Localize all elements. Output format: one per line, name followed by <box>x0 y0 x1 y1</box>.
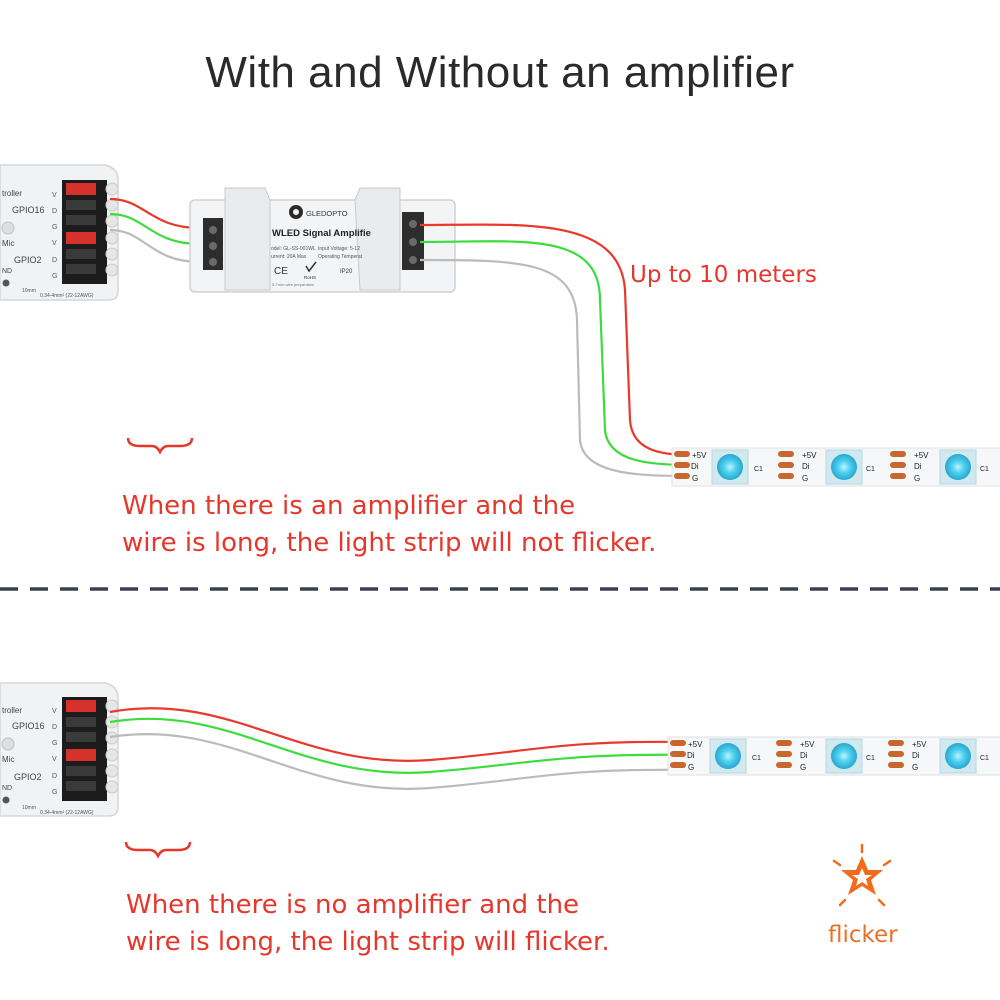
amplifier-model: odel: GL-SS-001WL <box>271 246 316 252</box>
strip-di-label: Di <box>912 751 920 760</box>
caption-with-amplifier: When there is an amplifier and the wire … <box>122 488 656 562</box>
brace-icon <box>124 841 192 859</box>
amplifier-brand: GLEDOPTO <box>306 209 348 218</box>
rohs-check-icon <box>305 261 317 273</box>
led-chip <box>715 743 741 769</box>
led-chip <box>717 454 743 480</box>
pin-v-label: V <box>52 756 57 763</box>
pin-d-label: D <box>52 257 57 264</box>
amplifier-note: 5-7mm wire preparation <box>272 282 314 287</box>
caption-line: When there is an amplifier and the <box>122 491 576 521</box>
caption-line: wire is long, the light strip will flick… <box>126 927 610 957</box>
amplifier-current: urrent: 20A Max <box>271 254 307 260</box>
controller-gpio16-label: GPIO16 <box>12 205 45 215</box>
cap-label: C1 <box>754 466 763 473</box>
pin-g-label: G <box>52 789 57 796</box>
controller-mic-label: Mic <box>2 239 14 248</box>
caption-line: wire is long, the light strip will not f… <box>122 528 657 558</box>
gnd-screw-icon <box>2 796 10 804</box>
flicker-star-icon <box>832 843 892 907</box>
led-chip <box>831 743 857 769</box>
amplifier-input: Input Voltage: 5-12 <box>318 246 360 252</box>
controller-gnd-label: ND <box>2 785 12 792</box>
pin-g-label: G <box>52 273 57 280</box>
strip-g-label: G <box>800 763 806 772</box>
amplifier-temp: Operating Temperat <box>318 254 363 260</box>
pin-d-label: D <box>52 208 57 215</box>
long-wires-bottom <box>109 707 691 790</box>
scale-label: 10mm <box>22 288 36 294</box>
controller-top: troller GPIO16 GPIO2 Mic ND V D G V D G … <box>0 164 119 301</box>
cap-label: C1 <box>980 755 989 762</box>
strip-di-label: Di <box>800 751 808 760</box>
strip-g-label: G <box>912 763 918 772</box>
pin-d-label: D <box>52 724 57 731</box>
strip-5v-label: +5V <box>802 451 817 460</box>
long-wires-top <box>419 223 691 478</box>
wire-spec-label: 0.34-4mm² (22-12AWG) <box>40 293 94 299</box>
pin-g-label: G <box>52 224 57 231</box>
strip-di-label: Di <box>687 751 695 760</box>
led-strip-bottom: +5V Di G C1 +5V Di G C1 +5V Di G C1 <box>667 736 1000 776</box>
controller-gpio2-label: GPIO2 <box>14 772 42 782</box>
pin-g-label: G <box>52 740 57 747</box>
pin-v-label: V <box>52 708 57 715</box>
strip-di-label: Di <box>691 462 699 471</box>
strip-g-label: G <box>802 474 808 483</box>
caption-without-amplifier: When there is no amplifier and the wire … <box>126 887 610 961</box>
flicker-label: flicker <box>828 922 898 948</box>
strip-5v-label: +5V <box>914 451 929 460</box>
strip-di-label: Di <box>914 462 922 471</box>
brace-icon <box>126 437 194 455</box>
cap-label: C1 <box>752 755 761 762</box>
strip-5v-label: +5V <box>692 451 707 460</box>
pin-v-label: V <box>52 240 57 247</box>
strip-di-label: Di <box>802 462 810 471</box>
rohs-label: RoHS <box>304 275 316 280</box>
mic-icon <box>1 221 15 235</box>
controller-gpio16-label: GPIO16 <box>12 721 45 731</box>
caption-line: When there is no amplifier and the <box>126 890 580 920</box>
pin-d-label: D <box>52 773 57 780</box>
controller-mic-label: Mic <box>2 755 14 764</box>
cap-label: C1 <box>866 755 875 762</box>
controller-name: troller <box>2 706 22 715</box>
strip-g-label: G <box>688 763 694 772</box>
cap-label: C1 <box>866 466 875 473</box>
led-chip <box>945 454 971 480</box>
page-title: With and Without an amplifier <box>205 48 795 97</box>
gnd-screw-icon <box>2 279 10 287</box>
cap-label: C1 <box>980 466 989 473</box>
strip-g-label: G <box>914 474 920 483</box>
ce-mark: CE <box>274 266 288 277</box>
controller-name: troller <box>2 189 22 198</box>
distance-label: Up to 10 meters <box>630 262 817 288</box>
amplifier-product-name: WLED Signal Amplifie <box>272 228 371 239</box>
led-strip-top: +5V Di G C1 +5V Di G C1 +5V Di G C1 <box>671 447 1000 487</box>
strip-5v-label: +5V <box>800 740 815 749</box>
led-chip <box>945 743 971 769</box>
short-wires <box>109 197 201 264</box>
strip-5v-label: +5V <box>688 740 703 749</box>
signal-amplifier: GLEDOPTO WLED Signal Amplifie odel: GL-S… <box>189 187 456 293</box>
controller-gnd-label: ND <box>2 268 12 275</box>
strip-5v-label: +5V <box>912 740 927 749</box>
strip-g-label: G <box>692 474 698 483</box>
controller-bottom: troller GPIO16 GPIO2 Mic ND V D G V D G … <box>0 682 119 817</box>
scale-label: 10mm <box>22 805 36 811</box>
mic-icon <box>1 737 15 751</box>
controller-gpio2-label: GPIO2 <box>14 255 42 265</box>
wire-spec-label: 0.34-4mm² (22-12AWG) <box>40 810 94 816</box>
pin-v-label: V <box>52 192 57 199</box>
led-chip <box>831 454 857 480</box>
ip-rating: IP20 <box>340 269 353 275</box>
